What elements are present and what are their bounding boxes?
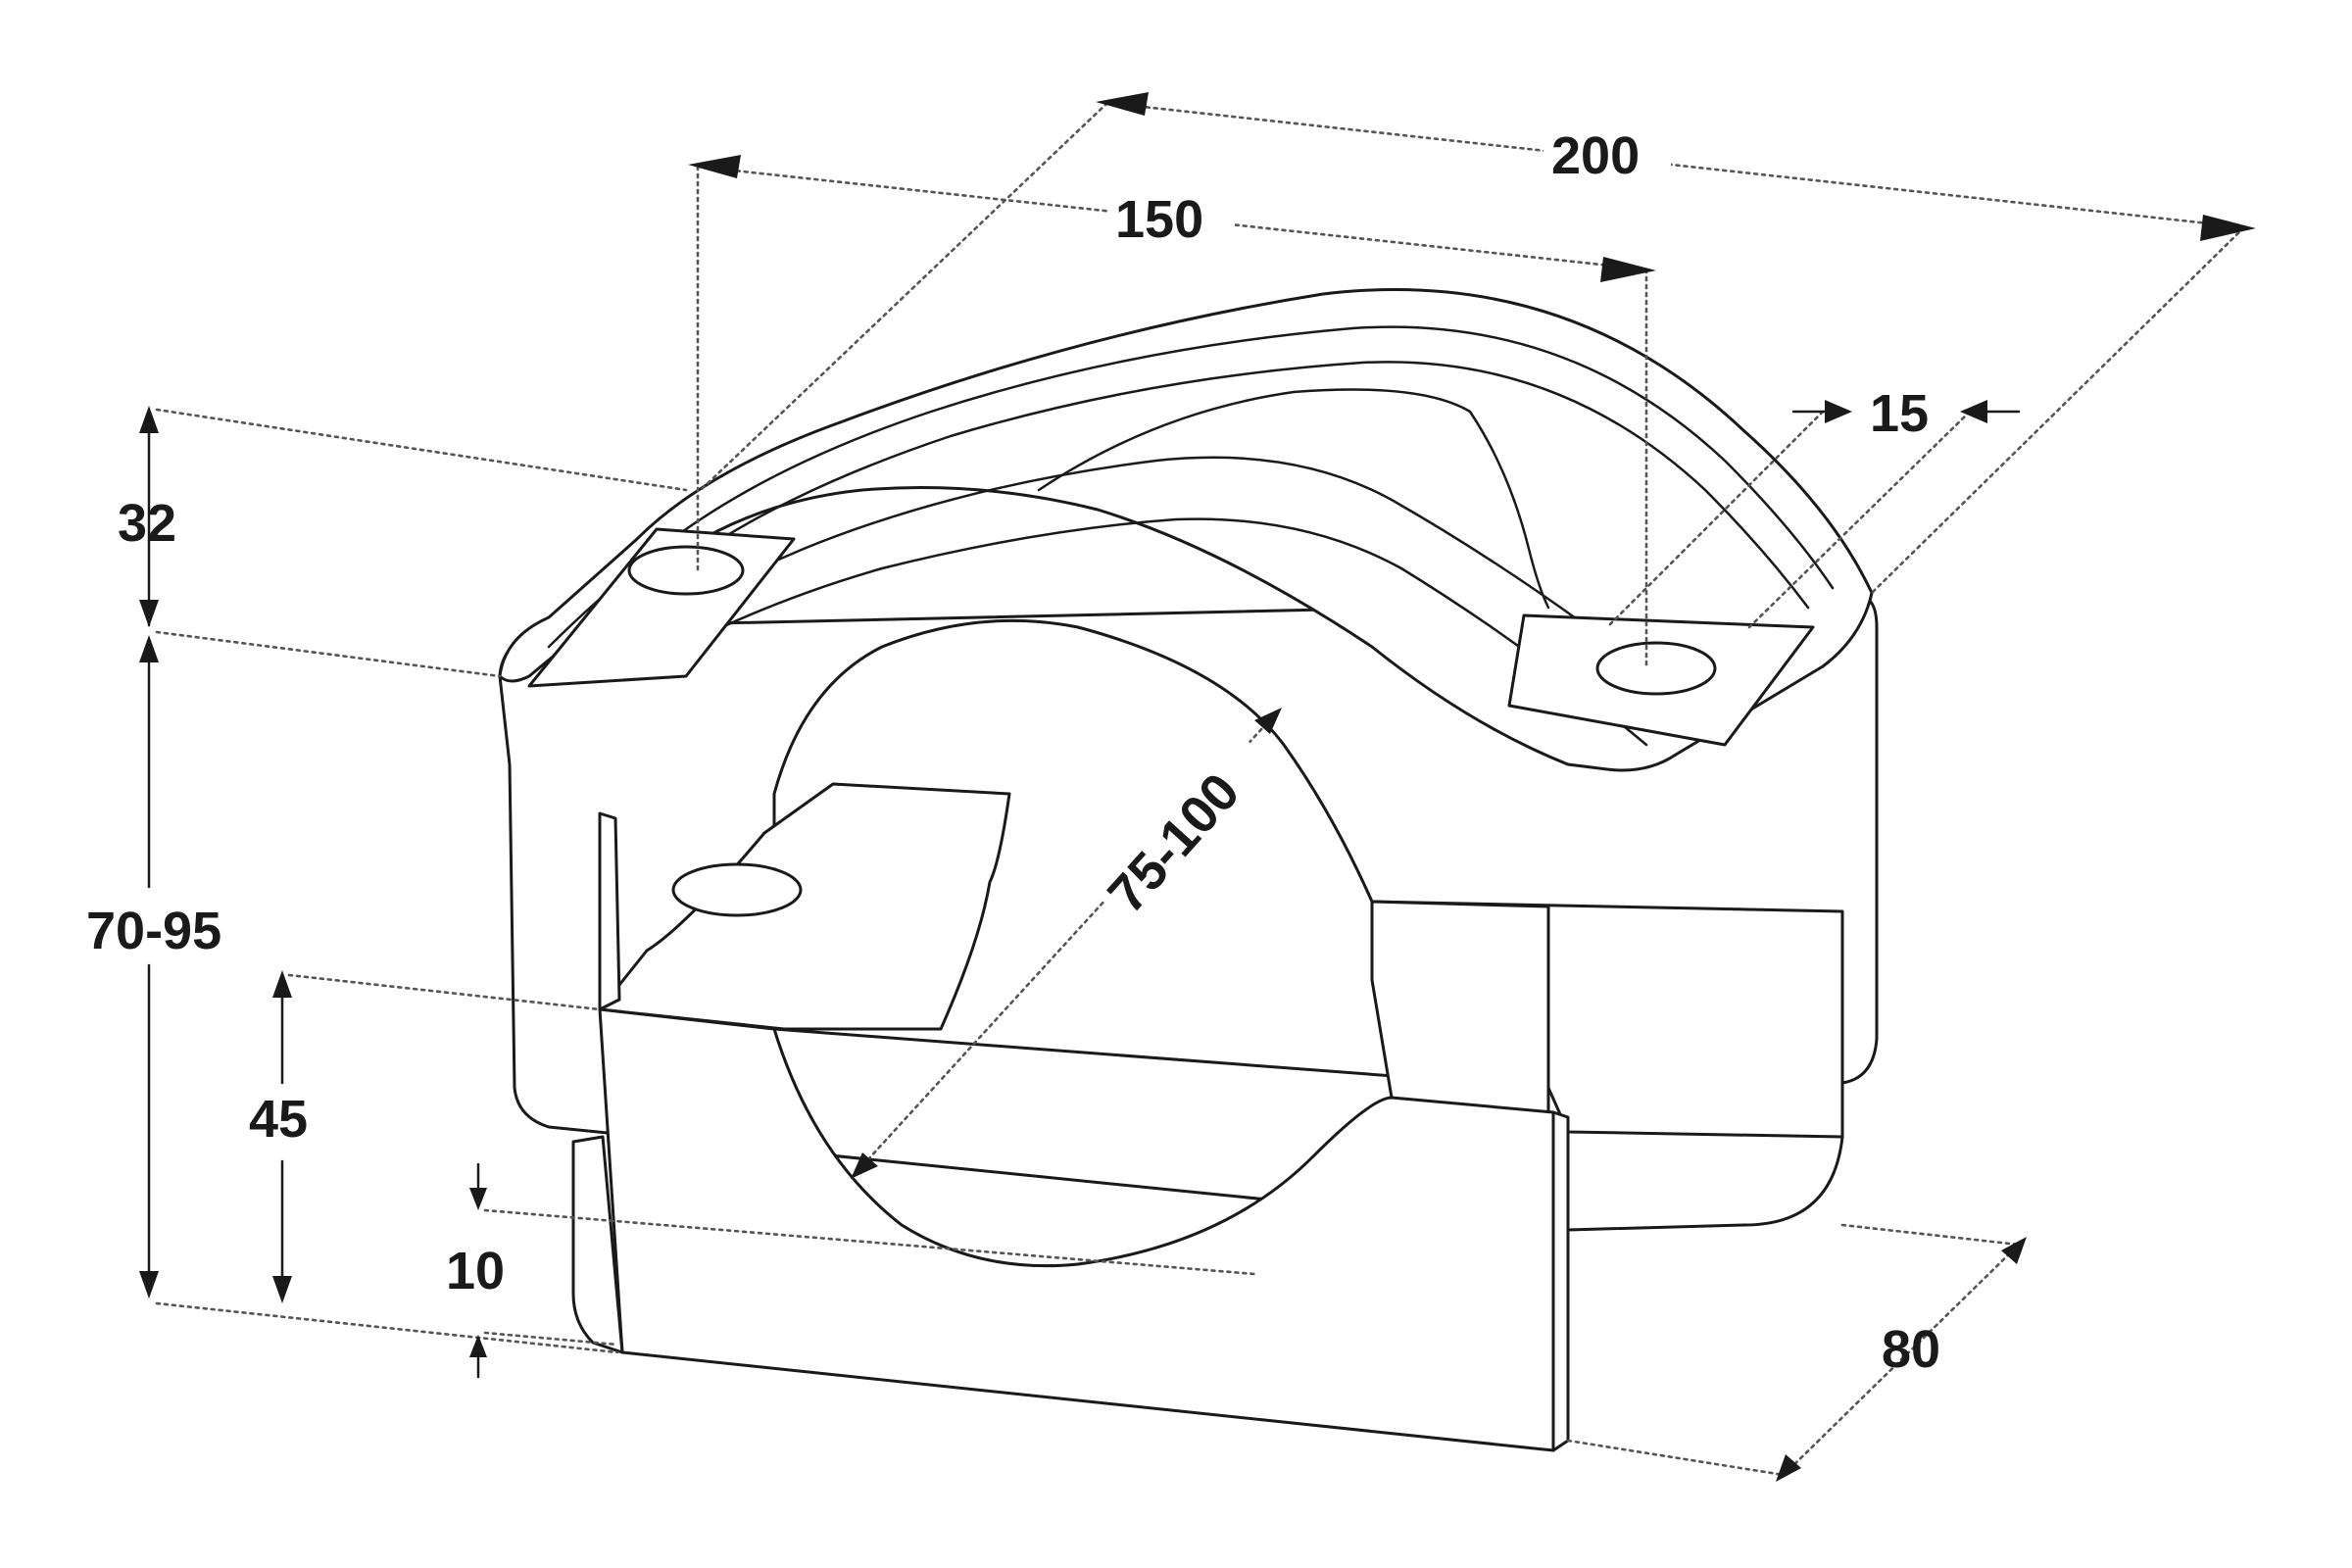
label-15: 15 xyxy=(1870,384,1929,443)
label-32: 32 xyxy=(118,494,176,553)
right-bolt-hole xyxy=(1595,641,1717,696)
dim-75100-arrow-bottom xyxy=(851,1152,878,1179)
dim-15-ext-left xyxy=(1605,410,1825,629)
dim-32-arrow-bottom xyxy=(139,600,159,627)
label-150: 150 xyxy=(1115,190,1203,249)
dim-10-ext-top xyxy=(483,1208,1256,1276)
base-rail-left xyxy=(571,1135,624,1354)
dim-75100-arrow-top xyxy=(1254,708,1282,734)
label-70-95: 70-95 xyxy=(86,902,221,960)
dim-80-line xyxy=(1782,1243,2021,1477)
dim-150-arrow-right xyxy=(1600,257,1656,282)
label-10: 10 xyxy=(446,1242,505,1300)
lower-insert-top xyxy=(598,782,1011,1031)
dim-45-arrow-bottom xyxy=(272,1276,292,1303)
dim-200-line xyxy=(1105,101,2246,229)
dim-10-arrow-top xyxy=(469,1188,487,1210)
label-75-100-bg xyxy=(1091,730,1282,932)
label-80: 80 xyxy=(1882,1320,1940,1379)
cap-rib-1 xyxy=(547,325,1835,649)
label-150-bg xyxy=(1107,186,1235,245)
dim-32-ext-bottom xyxy=(155,630,502,678)
dim-32-arrow-top xyxy=(139,406,159,433)
upper-saddle xyxy=(1037,388,1550,610)
dim-200-arrow-right xyxy=(2200,215,2256,241)
dim-10-ext-bottom xyxy=(483,1331,619,1347)
dim-45-arrow-top xyxy=(272,970,292,998)
dim-7095-ext-bottom xyxy=(155,1301,619,1354)
dim-10-arrow-bottom xyxy=(469,1335,487,1357)
cap-rib-4 xyxy=(625,517,1648,747)
dim-80-arrow-top xyxy=(2001,1237,2027,1264)
lower-bolt-hole xyxy=(671,862,803,917)
dim-15-arrow-right xyxy=(1960,400,1987,423)
dim-15-arrow-left xyxy=(1825,400,1852,423)
dim-80-arrow-bottom xyxy=(1776,1454,1801,1482)
dim-32-ext-top xyxy=(155,408,688,492)
dim-150-arrow-left xyxy=(688,155,741,178)
dim-200-ext-right xyxy=(1870,225,2246,595)
cable-opening-upper-arc xyxy=(772,619,1374,904)
dim-45-ext-top xyxy=(287,973,602,1011)
dim-75100-line xyxy=(856,713,1276,1173)
dim-7095-arrow-top xyxy=(139,635,159,662)
dim-80-ext-bottom xyxy=(1566,1439,1786,1477)
cable-opening-lower-arc xyxy=(772,1027,1394,1267)
label-45: 45 xyxy=(249,1090,308,1149)
label-200: 200 xyxy=(1551,126,1640,185)
left-face-strip xyxy=(598,811,621,1011)
dim-7095-arrow-bottom xyxy=(139,1271,159,1298)
lower-clamp-side xyxy=(1551,1110,1570,1452)
left-bolt-hole xyxy=(627,545,745,596)
dim-80-ext-top xyxy=(1840,1223,2021,1247)
dim-200-arrow-left xyxy=(1096,92,1149,116)
dim-200-ext-left xyxy=(699,101,1109,492)
label-200-bg xyxy=(1544,122,1671,181)
